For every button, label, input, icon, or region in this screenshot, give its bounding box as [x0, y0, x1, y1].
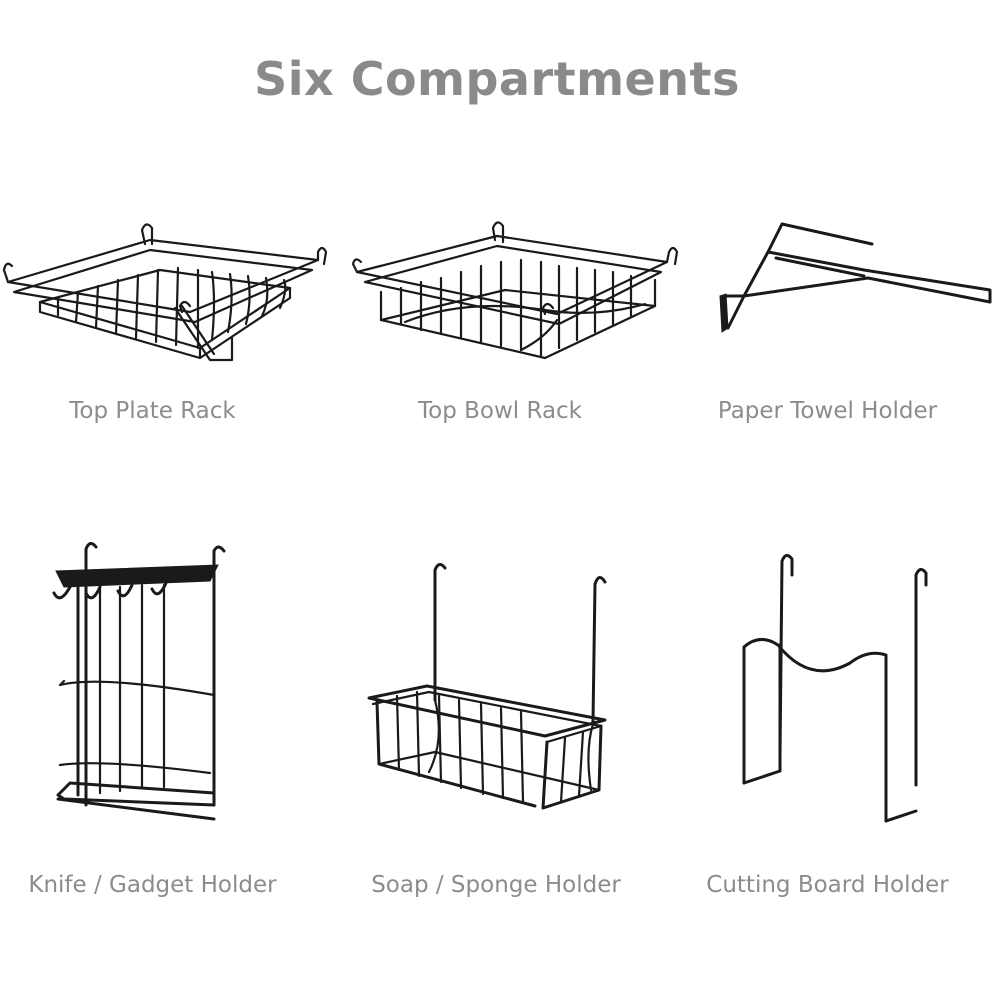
- item-label: Paper Towel Holder: [717, 398, 938, 424]
- item-label: Cutting Board Holder: [706, 872, 949, 898]
- bowl-rack-item: Top Bowl Rack: [345, 218, 680, 424]
- plate-rack-icon: [2, 223, 328, 362]
- soap-sponge-holder-item: Soap / Sponge Holder: [355, 550, 655, 898]
- paper-towel-holder-item: Paper Towel Holder: [700, 220, 994, 424]
- knife-gadget-holder-icon: [52, 542, 226, 821]
- item-label: Top Plate Rack: [69, 398, 236, 424]
- item-label: Soap / Sponge Holder: [371, 872, 621, 898]
- knife-gadget-holder-item: Knife / Gadget Holder: [0, 535, 310, 898]
- cutting-board-holder-icon: [742, 554, 928, 823]
- cutting-board-holder-item: Cutting Board Holder: [700, 545, 994, 898]
- page-title: Six Compartments: [254, 52, 740, 106]
- soap-sponge-holder-icon: [367, 563, 607, 810]
- bowl-rack-icon: [351, 221, 679, 360]
- paper-towel-holder-icon: [719, 222, 992, 333]
- plate-rack-item: Top Plate Rack: [0, 220, 330, 424]
- item-label: Top Bowl Rack: [417, 398, 583, 424]
- item-label: Knife / Gadget Holder: [28, 872, 277, 898]
